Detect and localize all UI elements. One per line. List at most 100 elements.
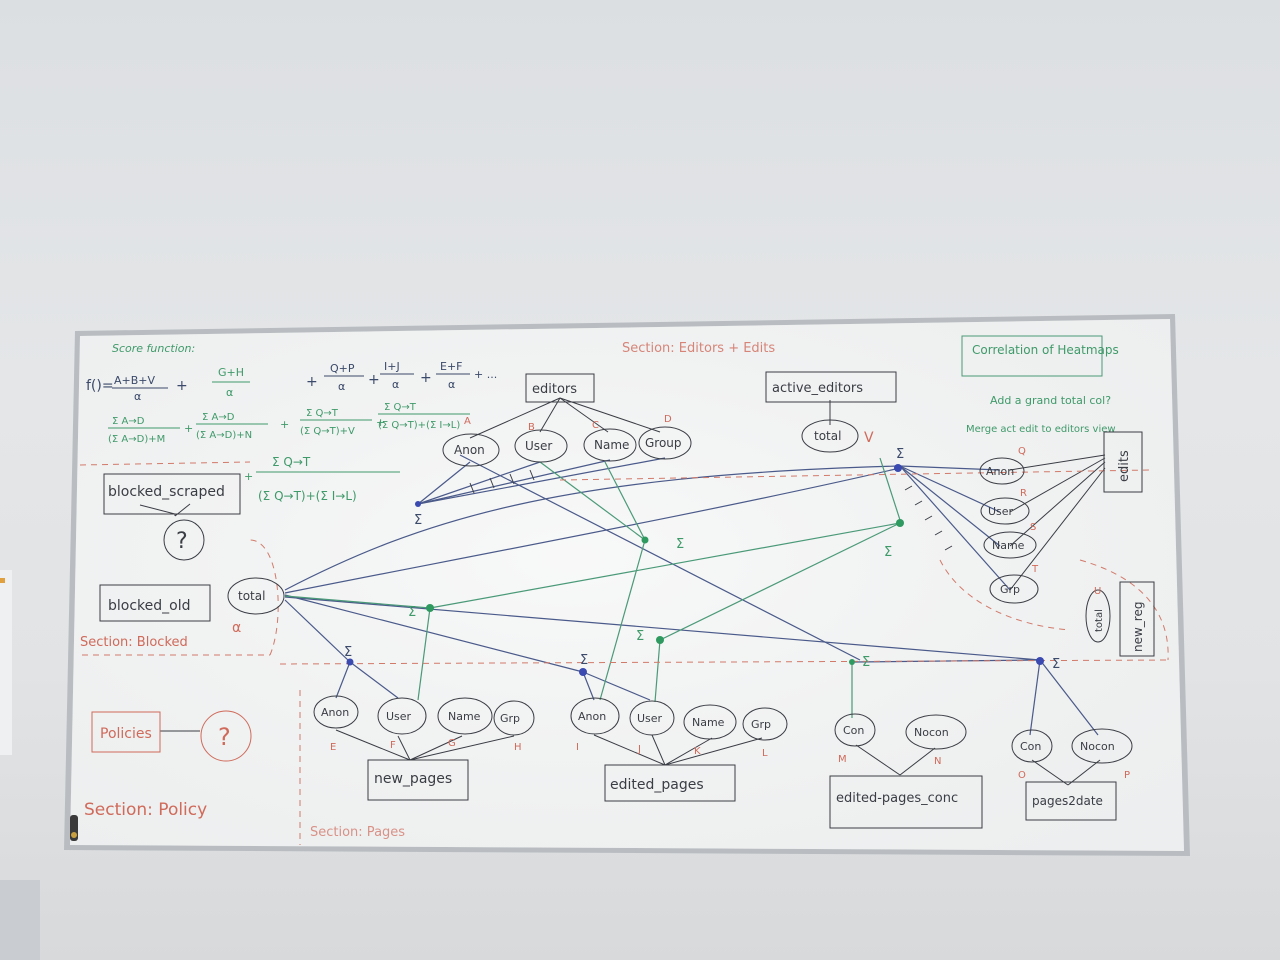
sigma-active: Σ xyxy=(884,545,892,560)
question-mark: ? xyxy=(218,723,231,751)
node-np-grp xyxy=(493,700,535,736)
section-policy: Section: Policy xyxy=(84,800,207,820)
node-ep-name xyxy=(683,704,737,740)
pages2date-label: pages2date xyxy=(1032,794,1103,808)
sigma-edited-pages-green: Σ xyxy=(636,629,644,644)
policies-label: Policies xyxy=(100,726,152,742)
section-editors-edits: Section: Editors + Edits xyxy=(622,341,775,356)
node-np-user-label: User xyxy=(386,710,412,723)
sigma-editors: Σ xyxy=(414,513,422,528)
letter-r: R xyxy=(1020,488,1027,499)
sigma-green-mid: Σ xyxy=(676,537,684,552)
letter-m: M xyxy=(838,754,847,765)
edited-pages-label: edited_pages xyxy=(610,777,704,793)
node-np-user xyxy=(377,697,427,735)
board-glare xyxy=(70,319,1184,851)
table-boxes: editors active_editors blocked_scraped b… xyxy=(91,371,1155,829)
blocked-scraped-box xyxy=(103,473,241,515)
plus-sign: + xyxy=(420,370,432,386)
f-symbol: f()= xyxy=(86,378,114,394)
node-np-name xyxy=(437,697,493,735)
t4-den: α xyxy=(392,378,399,391)
node-edits-grp-label: Grp xyxy=(1000,583,1020,596)
node-ep-user xyxy=(629,700,675,736)
sigma-edits: Σ xyxy=(896,447,904,462)
node-edits-anon-label: Anon xyxy=(986,465,1014,478)
ellipse-nodes: Anon User Name Group total total ? ? Ano… xyxy=(163,419,1133,764)
node-blocked-total xyxy=(227,577,285,615)
correlation-note: Correlation of Heatmaps xyxy=(972,343,1119,357)
node-ep-name-label: Name xyxy=(692,716,725,729)
node-conc-con xyxy=(834,713,876,747)
node-reg-total-label: total xyxy=(1094,609,1105,632)
black-lines xyxy=(139,397,1106,786)
red-letters: A B C D E F G H I J K L M N O P Q R S T … xyxy=(232,414,1130,781)
ellipsis: + ... xyxy=(474,368,497,381)
letter-q: Q xyxy=(1018,446,1026,457)
letter-j: J xyxy=(637,744,641,755)
sigma-edited-pages: Σ xyxy=(580,653,588,668)
node-edits-user-label: User xyxy=(988,505,1014,518)
section-blocked: Section: Blocked xyxy=(80,635,188,650)
sum5-num: Σ Q→T xyxy=(272,455,311,469)
letter-i: I xyxy=(576,742,579,753)
sum3-num: Σ Q→T xyxy=(306,408,339,419)
sum4-den: (Σ Q→T)+(Σ I→L) xyxy=(378,420,460,431)
node-p2d-nocon-label: Nocon xyxy=(1080,740,1115,753)
node-conc-nocon xyxy=(905,714,967,750)
pages2date-box xyxy=(1025,781,1117,821)
edits-box xyxy=(1103,431,1143,493)
edited-pages-conc-box xyxy=(829,775,983,829)
add-edits-note: Add a grand total col? xyxy=(990,394,1111,407)
node-conc-con-label: Con xyxy=(843,724,864,737)
letter-k: K xyxy=(694,746,701,757)
t3-den: α xyxy=(338,380,345,393)
node-p2d-nocon xyxy=(1071,728,1133,764)
node-user-label: User xyxy=(525,439,552,453)
editors-box xyxy=(525,373,595,403)
node-user xyxy=(514,429,568,463)
score-function: Score function: f()= A+B+V α + G+H α + Q… xyxy=(86,342,497,503)
t3-num: Q+P xyxy=(330,362,355,375)
node-total-label: total xyxy=(814,429,841,443)
letter-f: F xyxy=(390,740,396,751)
letter-d: D xyxy=(664,414,672,425)
letter-g: G xyxy=(448,738,456,749)
letter-v: V xyxy=(864,430,874,446)
score-title: Score function: xyxy=(112,342,195,355)
sigma-new-pages-green: Σ xyxy=(408,605,416,620)
t1-den: α xyxy=(134,390,141,403)
node-group-label: Group xyxy=(645,436,682,450)
node-total xyxy=(801,419,859,453)
hatch-marks xyxy=(469,469,953,551)
sum1-num: Σ A→D xyxy=(112,416,145,427)
edited-pages-conc-label: edited-pages_conc xyxy=(836,791,958,806)
t2-den: α xyxy=(226,386,233,399)
t1-num: A+B+V xyxy=(114,374,156,387)
node-edits-name xyxy=(983,531,1037,559)
sum5-den: (Σ Q→T)+(Σ I→L) xyxy=(258,489,357,503)
blocked-old-label: blocked_old xyxy=(108,598,191,614)
node-edits-grp xyxy=(989,574,1039,604)
letter-e: E xyxy=(330,742,336,753)
sum2-den: (Σ A→D)+N xyxy=(196,430,252,441)
node-question-blocked xyxy=(163,519,205,561)
new-pages-label: new_pages xyxy=(374,771,452,787)
node-edits-anon xyxy=(979,457,1025,485)
t5-num: E+F xyxy=(440,360,463,373)
blocked-scraped-label: blocked_scraped xyxy=(108,484,225,500)
letter-o: O xyxy=(1018,770,1026,781)
sigma-pages2date: Σ xyxy=(1052,657,1060,672)
letter-b: B xyxy=(528,422,535,433)
sum2-num: Σ A→D xyxy=(202,412,235,423)
plus-sign: + xyxy=(368,372,380,388)
letter-l: L xyxy=(762,748,768,759)
t4-num: I+J xyxy=(384,360,400,373)
letter-t: T xyxy=(1031,564,1039,575)
section-labels: Section: Editors + Edits Section: Blocke… xyxy=(80,341,775,840)
wall-object xyxy=(0,880,40,960)
sigma-labels: Σ Σ Σ Σ Σ Σ Σ Σ Σ Σ xyxy=(344,447,1060,672)
policies-box xyxy=(91,711,161,753)
